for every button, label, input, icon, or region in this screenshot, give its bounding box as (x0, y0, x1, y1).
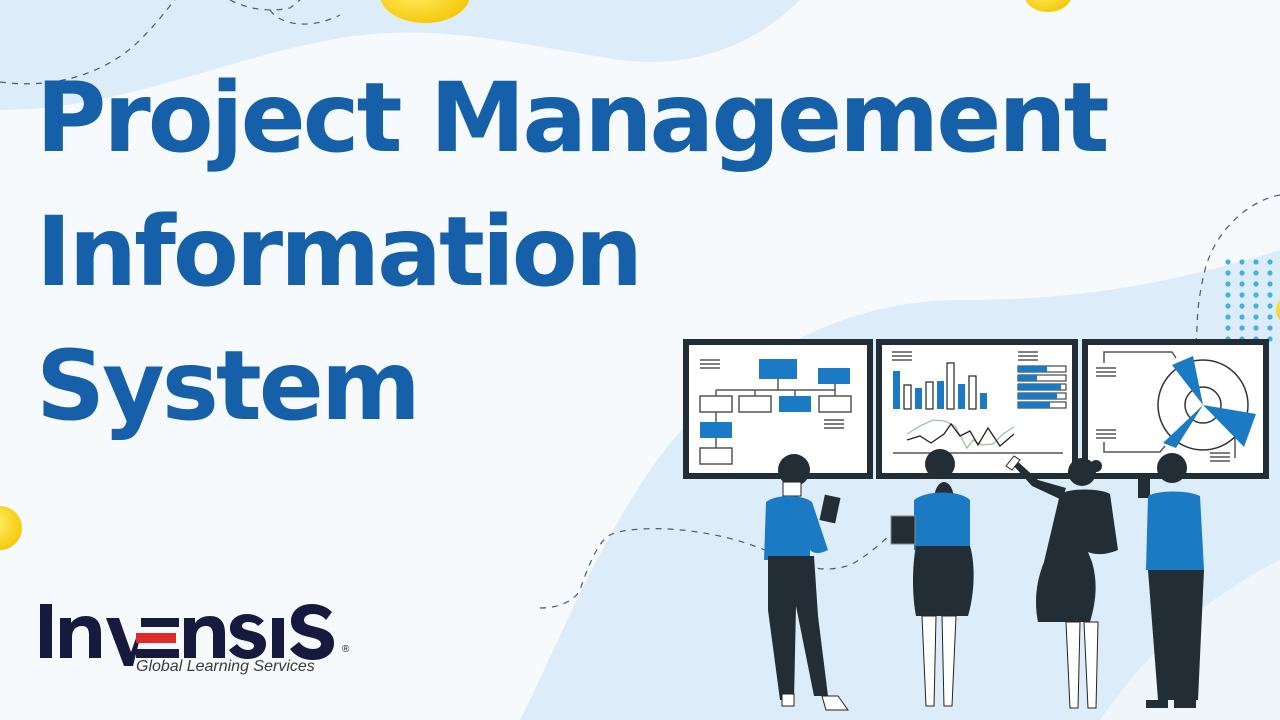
woman-with-tablet (890, 449, 974, 707)
title-line-3: System (36, 330, 421, 442)
bar-line-chart-screen (876, 339, 1078, 479)
org-chart-screen (683, 339, 873, 479)
progress-bars (1017, 365, 1067, 409)
yellow-blob (1025, 0, 1071, 12)
yellow-blob (380, 0, 470, 23)
top-wave-shape (0, 0, 800, 110)
yellow-blob (0, 506, 22, 550)
title-line-1: Project Management (36, 62, 1110, 174)
invensis-logo: ® Global Learning Services (36, 596, 366, 686)
logo-tagline: Global Learning Services (136, 658, 315, 675)
title-line-2: Information (36, 196, 643, 308)
woman-pointing (1005, 455, 1118, 709)
registered-mark: ® (342, 644, 350, 655)
invensis-wordmark (40, 604, 334, 666)
man-with-tablet (764, 454, 849, 711)
man-with-phone (1138, 453, 1204, 708)
radial-chart-screen (1082, 339, 1269, 479)
